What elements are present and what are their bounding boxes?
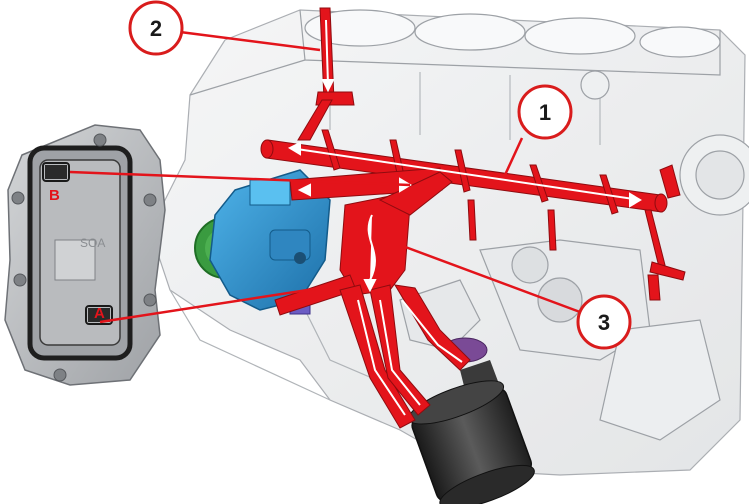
callout-1: 1 <box>517 84 573 140</box>
cooler-port-a-label: A <box>94 305 105 322</box>
cooler-port-b-label: B <box>49 187 60 204</box>
cooler-stamp: SOA <box>80 236 105 250</box>
leader-lines <box>69 30 581 324</box>
oil-pump <box>194 169 331 315</box>
callout-2-label: 2 <box>150 16 162 41</box>
oil-circuit <box>260 7 686 429</box>
callout-3-label: 3 <box>598 310 610 335</box>
engine-block <box>149 9 749 476</box>
flow-arrows <box>287 19 642 416</box>
oil-filter <box>408 360 535 504</box>
callout-1-label: 1 <box>539 100 551 125</box>
callout-2: 2 <box>128 0 184 56</box>
callout-3: 3 <box>576 294 632 350</box>
oil-cooler-plate <box>4 124 166 386</box>
